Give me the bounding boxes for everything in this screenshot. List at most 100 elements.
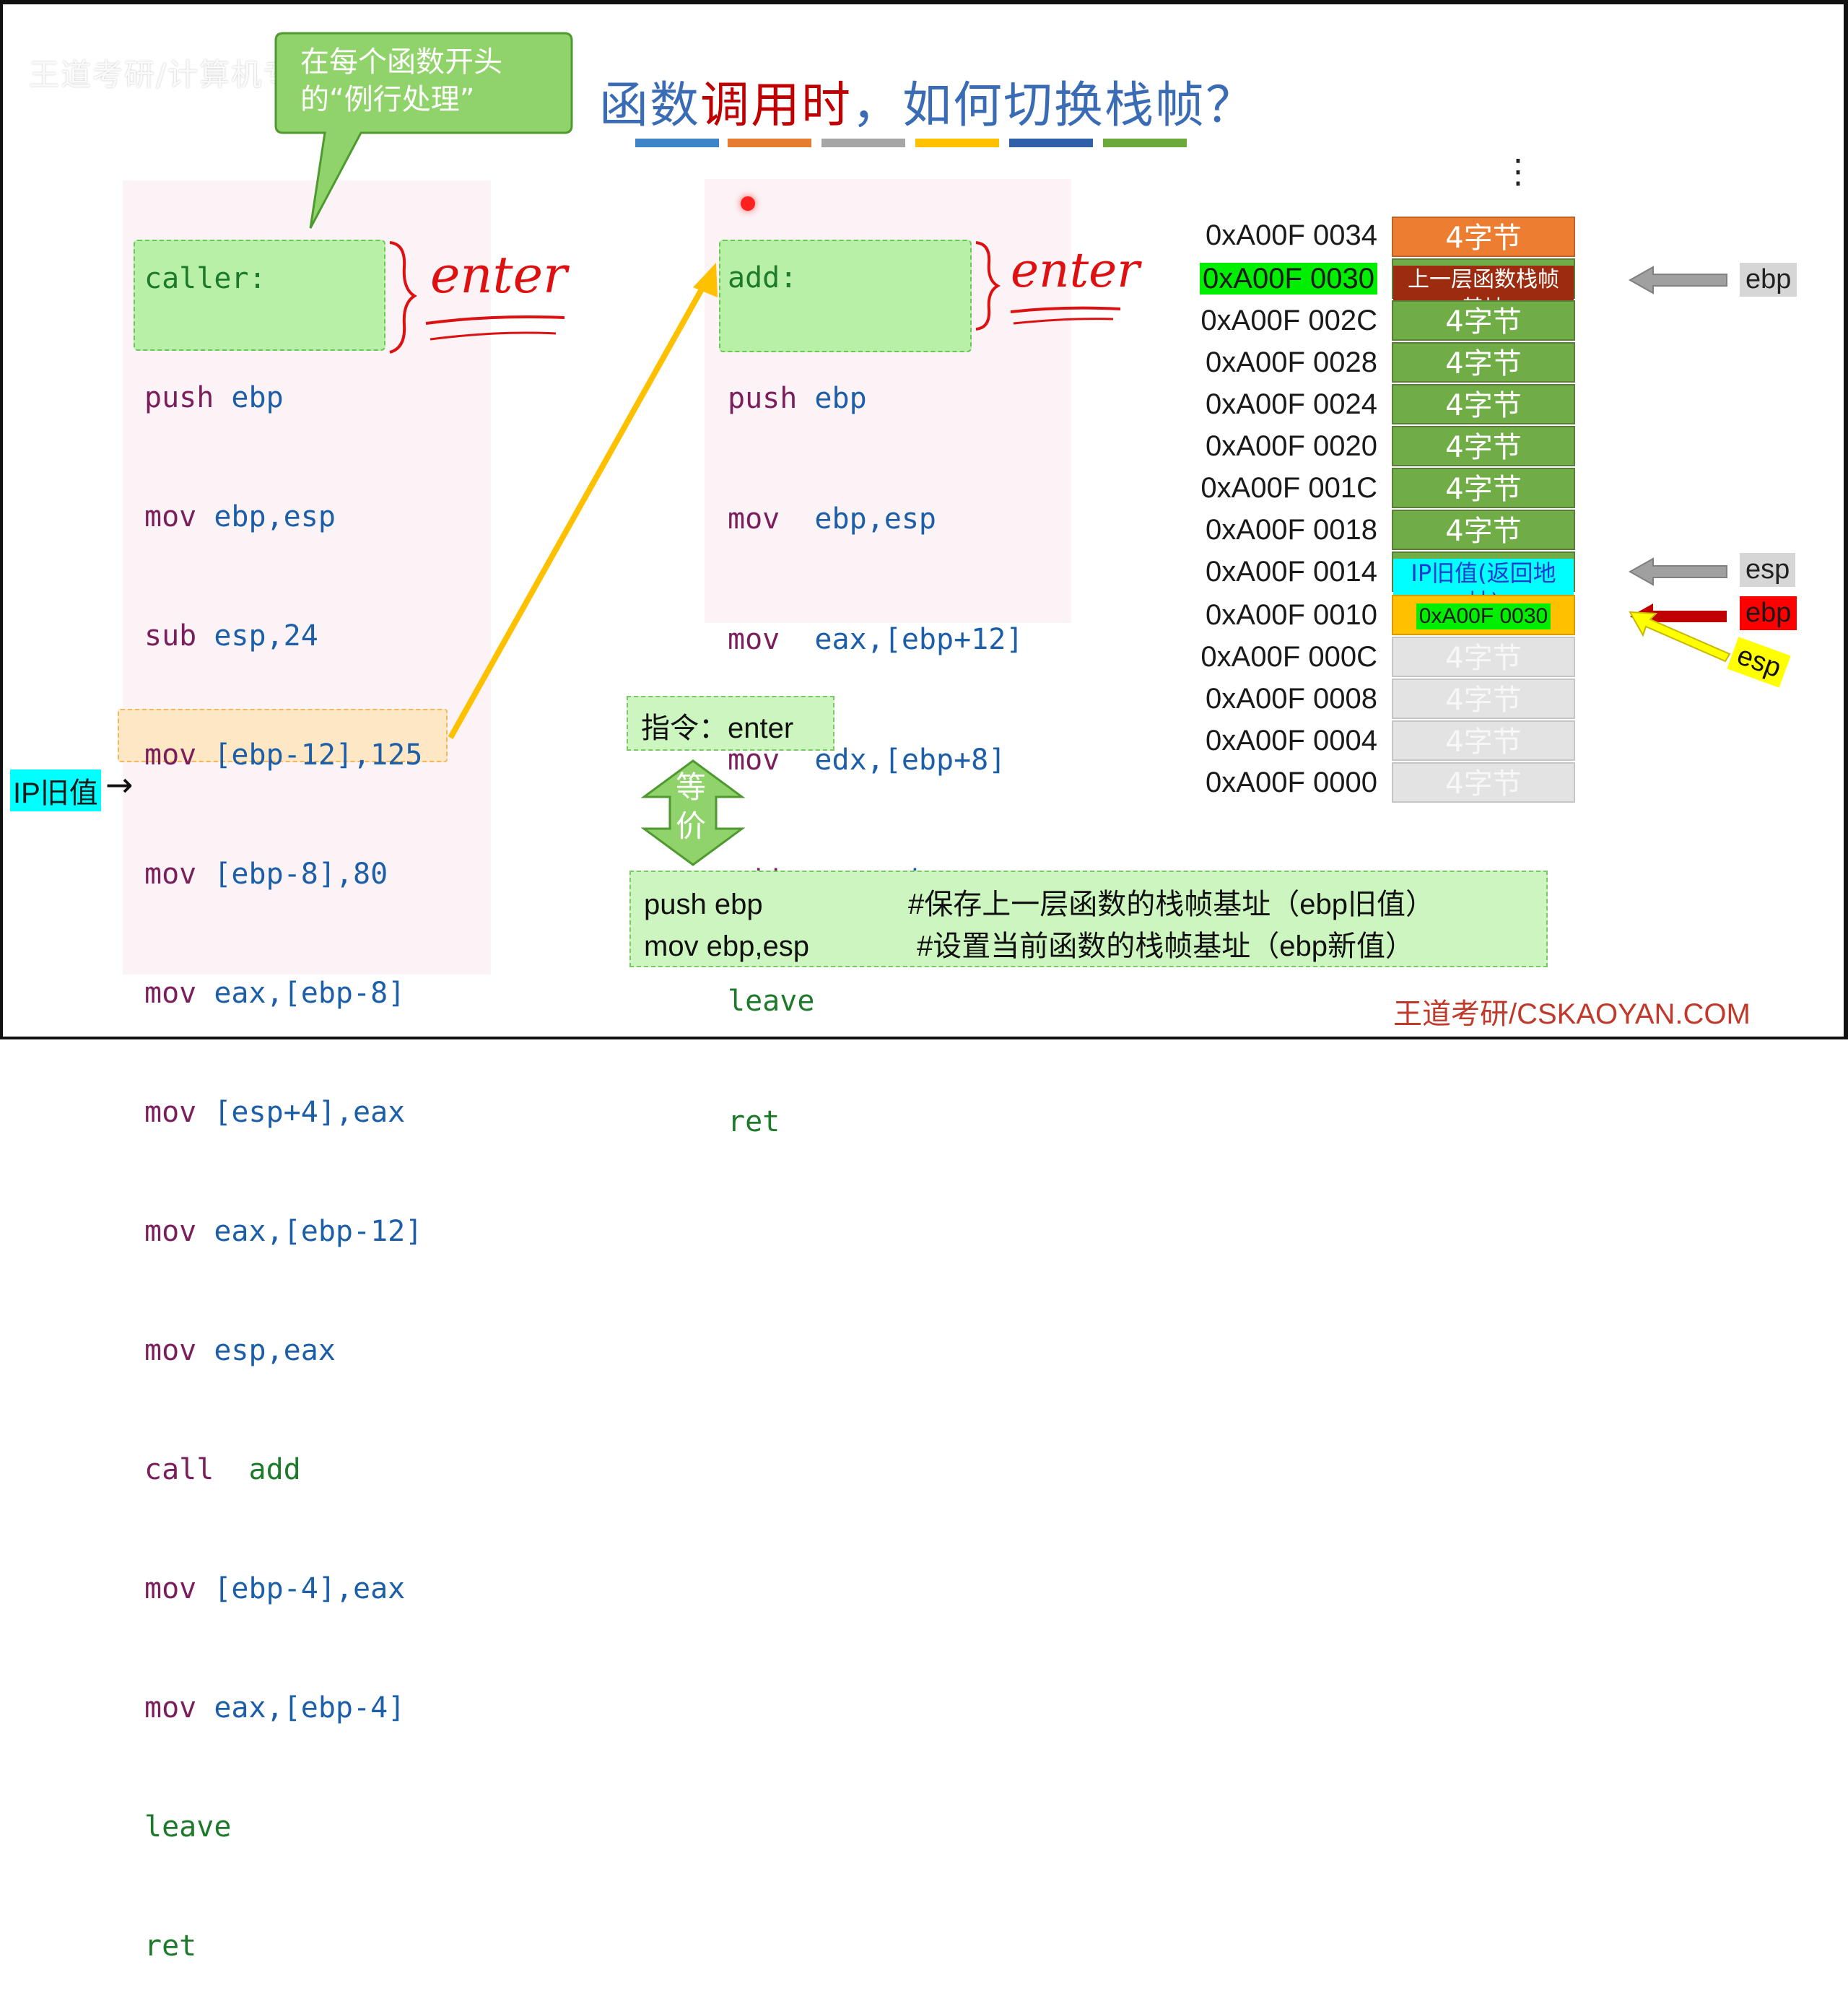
- esp-new-arrow: [1629, 611, 1731, 663]
- bubble-text: 在每个函数开头 的“例行处理”: [300, 43, 502, 118]
- equivalent-line1: push ebp #保存上一层函数的栈帧基址（ebp旧值）: [644, 881, 1434, 923]
- caller-args: [ebp-4],eax: [214, 1572, 406, 1605]
- caller-label: caller:: [144, 262, 266, 295]
- add-label: add:: [728, 261, 798, 295]
- top-border: [0, 0, 1848, 4]
- title-stripe-green: [1103, 139, 1187, 147]
- stack-cell-saved-ebp: 0xA00F 0030: [1392, 595, 1575, 635]
- add-args: ebp: [814, 382, 867, 415]
- stack-address: 0xA00F 002C: [1200, 305, 1377, 336]
- stack-address: 0xA00F 0018: [1206, 514, 1377, 546]
- caller-args: add: [248, 1453, 301, 1486]
- esp-new-label: esp: [1727, 637, 1791, 688]
- stack-cell: 4字节: [1392, 384, 1575, 424]
- caller-op: push: [144, 381, 214, 414]
- caller-args: esp,24: [214, 619, 318, 653]
- ebp-new-label: ebp: [1740, 596, 1797, 630]
- caller-code: caller: push ebp mov ebp,esp sub esp,24 …: [144, 186, 422, 2006]
- equivalent-line1-comment: #保存上一层函数的栈帧基址（ebp旧值）: [908, 889, 1434, 920]
- caller-args: [ebp-12],125: [214, 738, 423, 772]
- ebp-old-label: ebp: [1740, 263, 1797, 297]
- caller-op: mov: [144, 500, 197, 533]
- ip-arrow-icon: →: [105, 765, 134, 804]
- add-op: mov: [728, 623, 780, 656]
- stack-cell: 4字节: [1392, 679, 1575, 719]
- ebp-old-arrow: [1629, 266, 1727, 295]
- ebp-new-arrow: [1630, 603, 1727, 629]
- stack-address: 0xA00F 0020: [1206, 430, 1377, 462]
- caller-args: ebp: [231, 381, 284, 414]
- instruction-label: 指令：: [641, 712, 728, 744]
- add-args: edx,[ebp+8]: [814, 743, 1006, 777]
- add-code: add: push ebp mov ebp,esp mov eax,[ebp+1…: [728, 185, 1023, 1182]
- stack-cell-ebp-old: 上一层函数栈帧基址: [1392, 258, 1575, 323]
- title-stripe-yellow: [915, 139, 999, 147]
- add-op: mov: [728, 502, 780, 536]
- caller-enter-brace: [389, 241, 565, 354]
- stack-cell-return-address: IP旧值(返回地址): [1392, 551, 1575, 616]
- stack-cell: 4字节: [1392, 342, 1575, 383]
- caller-op: sub: [144, 619, 197, 653]
- caller-op: mov: [144, 1572, 197, 1605]
- instruction-text: 指令：enter: [641, 705, 793, 746]
- caller-args: eax,[ebp-8]: [214, 977, 406, 1010]
- stack-cell: 4字节: [1392, 510, 1575, 550]
- caller-enter-note: enter: [430, 245, 567, 305]
- slide-title: 函数调用时，如何切换栈帧？: [599, 65, 1256, 136]
- stack-address-ebp-old: 0xA00F 0030: [1190, 263, 1377, 295]
- pointer-dot: [741, 196, 755, 211]
- add-enter-highlight: [719, 240, 972, 352]
- equivalence-char2: 价: [676, 808, 707, 844]
- bubble-line2: 的“例行处理”: [300, 83, 475, 116]
- equivalent-line2: mov ebp,esp#设置当前函数的栈帧基址（ebp新值）: [644, 923, 1414, 964]
- call-arrow: [448, 263, 718, 739]
- caller-args: [esp+4],eax: [214, 1096, 406, 1129]
- stack-address: 0xA00F 0024: [1206, 388, 1377, 420]
- stack-address: 0xA00F 0008: [1206, 683, 1377, 715]
- caller-op: mov: [144, 1215, 197, 1248]
- stack-address: 0xA00F 0000: [1206, 767, 1377, 798]
- caller-op: call: [144, 1453, 214, 1486]
- title-part1: 函数: [599, 77, 701, 134]
- add-op: ret: [728, 1105, 780, 1138]
- stack-address: 0xA00F 0014: [1206, 556, 1377, 588]
- left-border: [0, 0, 3, 1039]
- equivalent-line1-code: push ebp: [644, 889, 763, 920]
- equivalence-char1: 等: [676, 769, 707, 805]
- stack-continuation-dots: ⋮: [1502, 152, 1535, 191]
- caller-args: eax,[ebp-4]: [214, 1691, 406, 1724]
- ip-old-label: IP旧值: [10, 769, 101, 811]
- instruction-box: [627, 696, 834, 751]
- title-stripe-darkblue: [1009, 139, 1093, 147]
- add-enter-note: enter: [1011, 243, 1140, 298]
- equivalence-arrow-icon: [641, 759, 745, 866]
- stack-cell: 4字节: [1392, 762, 1575, 803]
- bubble-line1: 在每个函数开头: [300, 45, 502, 79]
- caller-op: leave: [144, 1810, 232, 1844]
- add-args: eax,[ebp+12]: [814, 623, 1024, 656]
- add-op: leave: [728, 985, 815, 1018]
- add-args: ebp,esp: [814, 502, 936, 536]
- instruction-value: enter: [728, 712, 794, 744]
- stack-address: 0xA00F 001C: [1200, 472, 1377, 504]
- add-enter-brace: [975, 241, 1121, 331]
- stack-cell: 4字节: [1392, 217, 1575, 257]
- title-stripe-gray: [821, 139, 905, 147]
- add-op: push: [728, 382, 798, 415]
- stack-cell: 4字节: [1392, 300, 1575, 341]
- equivalent-code-box: [629, 871, 1548, 967]
- caller-args: eax,[ebp-12]: [214, 1215, 423, 1248]
- stack-cell-saved-ebp-value: 0xA00F 0030: [1416, 603, 1551, 629]
- stack-cell: 4字节: [1392, 720, 1575, 761]
- stack-cell: 4字节: [1392, 637, 1575, 677]
- right-border: [1844, 0, 1848, 1039]
- stack-cell: 4字节: [1392, 468, 1575, 508]
- speech-bubble: [274, 32, 573, 229]
- caller-op: mov: [144, 1096, 197, 1129]
- title-part3: ，如何切换栈帧？: [852, 77, 1257, 134]
- caller-op: mov: [144, 1334, 197, 1367]
- caller-op: ret: [144, 1929, 197, 1963]
- stack-cell: 4字节: [1392, 426, 1575, 466]
- caller-args: esp,eax: [214, 1334, 336, 1367]
- brand-footer: 王道考研/CSKAOYAN.COM: [1393, 998, 1751, 1030]
